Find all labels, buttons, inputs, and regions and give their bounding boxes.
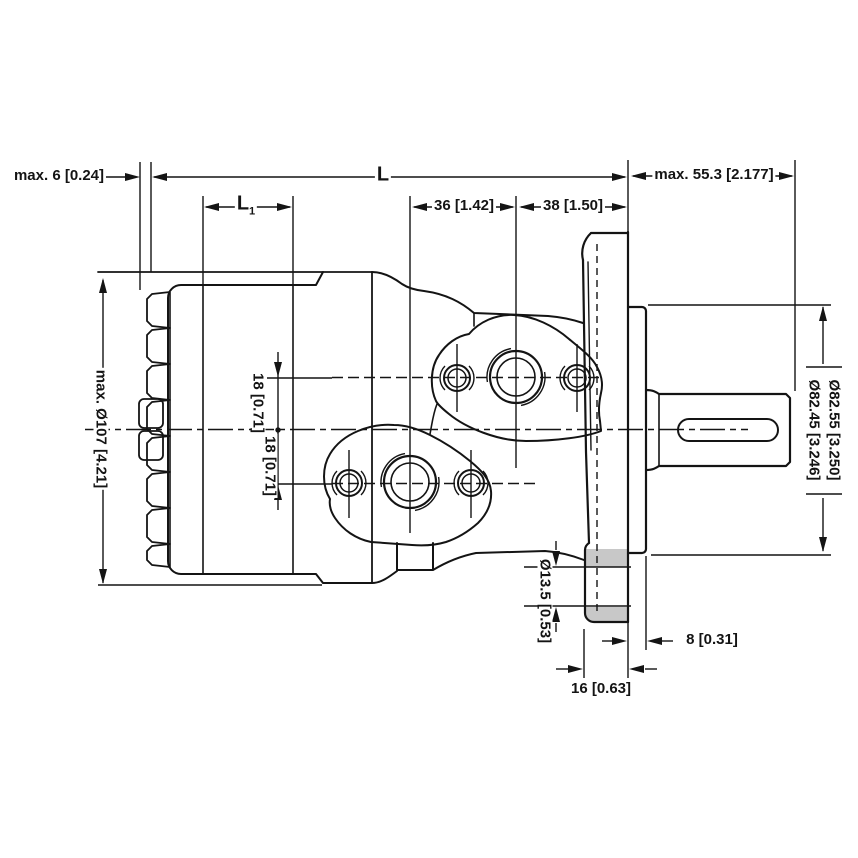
dim-rear-length-sub: 1 (249, 205, 256, 218)
mounting-flange (581, 230, 630, 624)
dim-rear-length: L1 (234, 192, 258, 219)
dim-rear-length-main: L (236, 192, 250, 215)
flange-front-edge (581, 258, 591, 545)
output-shaft (644, 388, 792, 472)
port-hole (486, 347, 546, 407)
valve-housing-top-profile (371, 271, 584, 324)
dim-overall-length: L (374, 163, 392, 186)
valve-housing-bottom-profile (371, 542, 585, 584)
port-boss-upper (430, 313, 603, 442)
dim-port-to-flange: 38 [1.50] (540, 197, 606, 215)
dim-drain-hole: Ø13.5 [0.53] (536, 556, 554, 646)
dim-upper-port-offset: 18 [0.71] (249, 370, 267, 436)
bolt-hole (453, 469, 489, 497)
dim-port-spacing: 36 [1.42] (431, 197, 497, 215)
port-hole (380, 452, 440, 512)
bolt-hole (439, 364, 475, 392)
dim-bolt-protrusion: max. 6 [0.24] (11, 167, 107, 185)
dim-pilot-diameter-max: Ø82.55 [3.250] (825, 377, 843, 483)
dim-body-diameter: max. Ø107 [4.21] (92, 367, 110, 491)
drain-plug-lower (138, 430, 164, 461)
dim-shaft-extension: max. 55.3 [2.177] (652, 166, 776, 184)
dim-pilot-diameter-min: Ø82.45 [3.246] (805, 377, 823, 483)
drain-port-section-fill (585, 549, 628, 623)
boss-saddle-line (429, 403, 438, 435)
centerlines (85, 244, 748, 612)
drain-boss (583, 541, 630, 624)
bolt-hole (331, 469, 367, 497)
drain-plug-upper (138, 398, 164, 429)
motor-body (97, 271, 603, 584)
end-cover-bolt-heads (138, 291, 171, 568)
port-face-circles (331, 347, 595, 512)
pilot-boss (626, 305, 648, 555)
dimension-lines (102, 175, 842, 670)
dimension-arrowheads (99, 172, 827, 673)
pilot-and-shaft (626, 305, 792, 555)
front-housing (167, 271, 373, 584)
port-boss-lower (323, 423, 493, 547)
keyway (677, 418, 779, 442)
dim-lower-port-offset: 18 [0.71] (261, 433, 279, 499)
dim-flange-hub-width: 16 [0.63] (570, 680, 632, 698)
dim-flange-thickness: 8 [0.31] (686, 631, 738, 649)
